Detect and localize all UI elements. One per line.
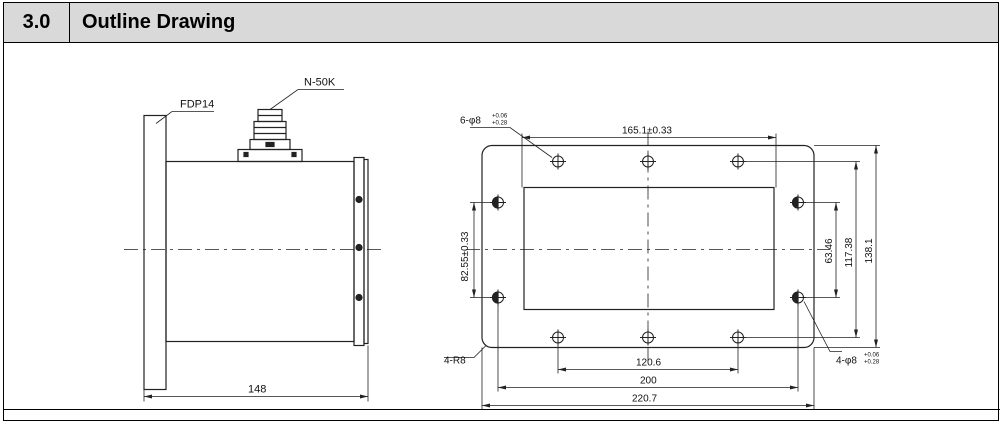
flange-label: FDP14 <box>180 99 214 111</box>
side-holes-label: 4-φ8 <box>836 356 857 367</box>
rear-screws <box>355 195 363 302</box>
mounting-holes <box>490 153 806 346</box>
flange-leader <box>155 111 214 124</box>
section-title: Outline Drawing <box>82 11 236 33</box>
section-number: 3.0 <box>4 3 70 42</box>
aperture <box>523 186 775 311</box>
length-dim-text: 148 <box>248 384 266 396</box>
top-holes-leader <box>470 127 553 158</box>
document-frame: 3.0 Outline Drawing <box>3 2 1000 421</box>
side-holes-tol-upper: +0.06 <box>864 353 880 359</box>
right-outer-text: 138.1 <box>864 238 875 263</box>
bottom-mid-text: 200 <box>640 376 657 387</box>
connector-label: N-50K <box>304 77 336 89</box>
connector <box>237 108 303 163</box>
left-height-text: 82.55±0.33 <box>460 231 471 281</box>
outline-drawing: FDP14 N-50K 148 6-φ8 +0.06 +0.28 165.1±0… <box>124 77 880 410</box>
bottom-inner-text: 120.6 <box>636 358 661 369</box>
side-holes-leader <box>803 301 842 352</box>
right-mid-text: 117.38 <box>844 237 855 267</box>
connector-leader <box>269 89 344 110</box>
rear-plate <box>353 156 365 347</box>
top-holes-tol-upper: +0.06 <box>492 114 508 120</box>
front-view <box>444 127 880 410</box>
section-header: 3.0 Outline Drawing <box>4 3 998 43</box>
flange <box>143 114 167 391</box>
bottom-outer-text: 220.7 <box>632 394 657 405</box>
right-inner-text: 63.46 <box>824 238 835 263</box>
top-holes-label: 6-φ8 <box>460 116 481 127</box>
top-span-text: 165.1±0.33 <box>622 126 672 137</box>
side-holes-tol-lower: +0.28 <box>864 360 880 366</box>
body <box>165 160 355 343</box>
top-holes-tol-lower: +0.28 <box>492 121 508 127</box>
side-view <box>124 89 384 402</box>
bottom-rule <box>4 409 1000 410</box>
corner-label: 4-R8 <box>444 356 466 367</box>
